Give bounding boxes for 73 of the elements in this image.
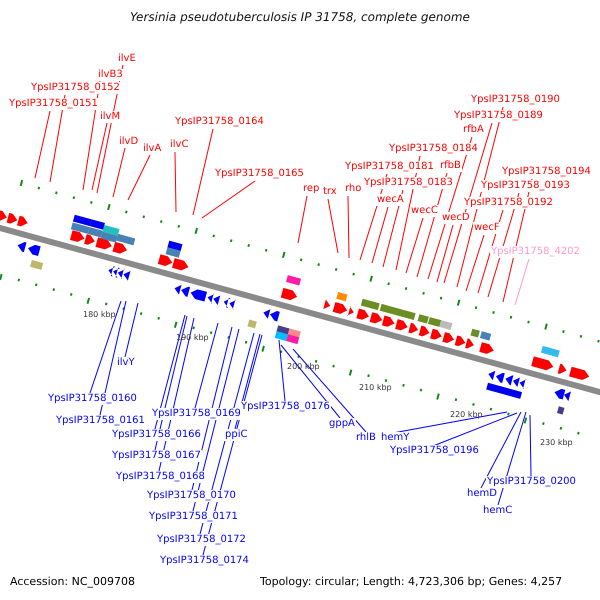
gene-label: YpsIP31758_0160 — [47, 393, 138, 405]
leader-line — [174, 152, 176, 212]
gene-label: ppiC — [224, 429, 248, 441]
gene-label: gppA — [328, 418, 356, 430]
gene-label: ilvD — [118, 136, 140, 148]
leader-line — [292, 348, 366, 432]
gene-label: YpsIP31758_0183 — [363, 177, 454, 189]
gene-label: YpsIP31758_0172 — [156, 534, 247, 546]
leader-line — [348, 196, 350, 258]
gene-label: YpsIP31758_4202 — [490, 246, 581, 258]
gene-label: rfbB — [439, 160, 462, 172]
gene-label: wecC — [410, 205, 439, 217]
gene-label: YpsIP31758_0168 — [115, 471, 206, 483]
leader-line — [372, 206, 388, 264]
leader-line — [50, 94, 66, 182]
gene-label: YpsIP31758_0192 — [463, 197, 554, 209]
gene-label: YpsIP31758_0190 — [470, 94, 561, 106]
genome-info-text: Topology: circular; Length: 4,723,306 bp; Genes: 4,257 — [260, 576, 562, 588]
leader-line — [280, 344, 340, 418]
leader-line — [436, 224, 454, 282]
leader-line — [124, 302, 138, 358]
gene-label: rep — [302, 183, 320, 195]
leader-line — [34, 110, 50, 178]
leader-line — [530, 414, 532, 476]
gene-label: wecD — [441, 212, 471, 224]
accession-text: Accession: NC_009708 — [10, 576, 136, 588]
leader-line — [92, 122, 108, 190]
leader-line — [154, 314, 186, 430]
gene-label: YpsIP31758_0161 — [55, 415, 146, 427]
leader-line — [90, 300, 122, 394]
leader-line — [128, 154, 150, 200]
leader-line — [202, 180, 256, 218]
gene-label: YpsIP31758_0194 — [501, 166, 592, 178]
leader-line — [192, 128, 214, 216]
gene-label: YpsIP31758_0164 — [174, 116, 265, 128]
gene-label: wecF — [473, 222, 501, 234]
gene-label: YpsIP31758_0184 — [388, 143, 479, 155]
leader-line — [480, 412, 522, 488]
leader-line — [278, 340, 286, 402]
gene-label: YpsIP31758_0196 — [389, 445, 480, 457]
gene-label: YpsIP31758_0166 — [111, 429, 202, 441]
gene-label: ilvA — [142, 143, 162, 155]
gene-label: YpsIP31758_0174 — [159, 555, 250, 567]
gene-label: YpsIP31758_0167 — [111, 450, 202, 462]
gene-label: YpsIP31758_0165 — [214, 168, 305, 180]
gene-label: YpsIP31758_0152 — [30, 82, 121, 94]
leader-line — [112, 148, 126, 198]
gene-label: YpsIP31758_0181 — [344, 161, 435, 173]
leader-line — [100, 300, 126, 416]
gene-label: ilvE — [117, 53, 137, 65]
gene-label: YpsIP31758_0171 — [148, 511, 239, 523]
gene-label: YpsIP31758_0170 — [146, 490, 237, 502]
gene-label: YpsIP31758_0189 — [453, 110, 544, 122]
leader-line — [406, 218, 424, 274]
gene-label: YpsIP31758_0193 — [480, 180, 571, 192]
leader-line — [514, 258, 530, 306]
leader-line — [328, 198, 338, 254]
scale-label: 210 kbp — [359, 382, 392, 394]
leader-line — [194, 322, 218, 408]
leader-line — [432, 412, 518, 446]
gene-label: YpsIP31758_0169 — [151, 408, 242, 420]
gene-label: YpsIP31758_0176 — [240, 401, 331, 413]
gene-label: YpsIP31758_0151 — [8, 98, 99, 110]
gene-label: ilvB3 — [97, 69, 124, 81]
gene-label: wecA — [376, 194, 405, 206]
gene-label: YpsIP31758_0200 — [486, 476, 577, 488]
scale-label: 180 kbp — [83, 309, 116, 321]
leader-line — [466, 234, 484, 292]
scale-label: 220 kbp — [450, 409, 483, 421]
leader-line — [298, 196, 308, 244]
title: Yersinia pseudotuberculosis IP 31758, complete genome — [129, 11, 471, 23]
scale-label: 230 kbp — [540, 437, 573, 449]
gene-label: ilvM — [99, 111, 122, 123]
